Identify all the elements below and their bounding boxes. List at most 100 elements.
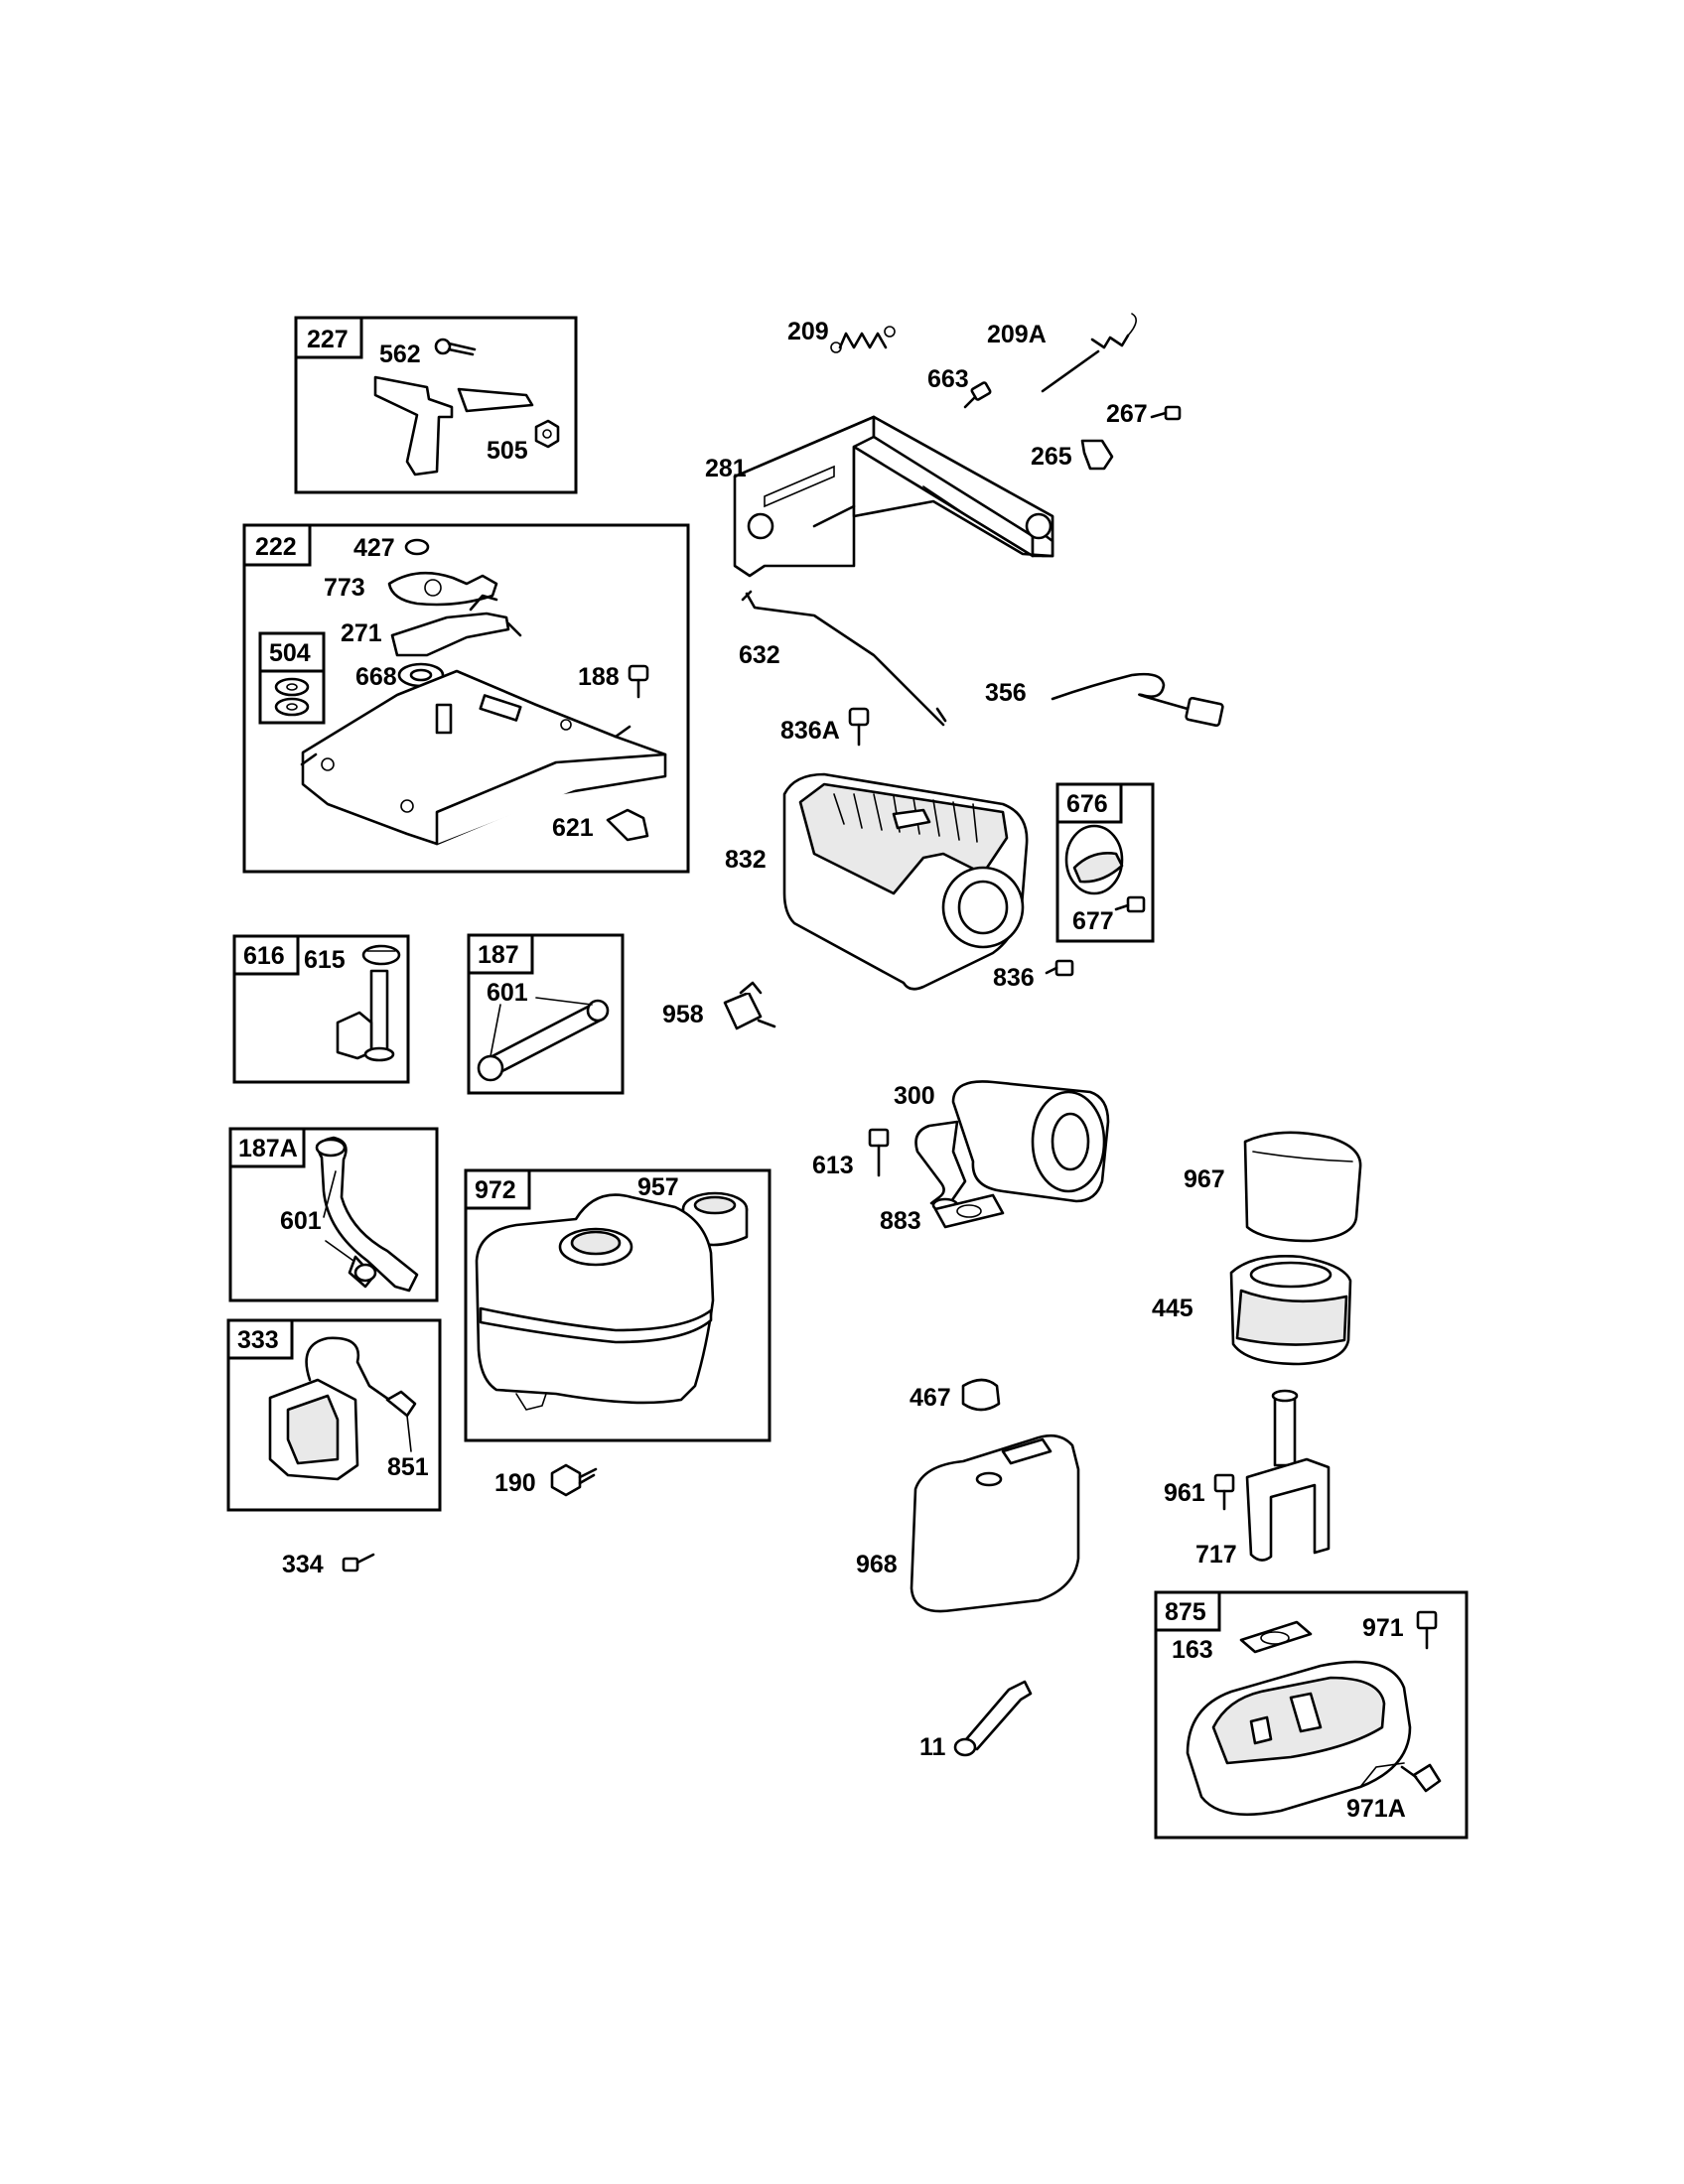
part-773-governor bbox=[387, 571, 498, 607]
label-968: 968 bbox=[856, 1551, 898, 1578]
part-958-valve bbox=[723, 981, 776, 1030]
part-356-wire bbox=[1051, 672, 1224, 728]
box-227-tag bbox=[294, 316, 363, 359]
label-621: 621 bbox=[552, 814, 594, 842]
label-615: 615 bbox=[304, 946, 346, 974]
label-445: 445 bbox=[1152, 1295, 1193, 1322]
label-334: 334 bbox=[282, 1551, 324, 1578]
label-281: 281 bbox=[705, 455, 747, 482]
part-967-precleaner bbox=[1243, 1131, 1362, 1243]
part-271-lever bbox=[390, 594, 522, 657]
box-504-label: 504 bbox=[269, 639, 311, 667]
part-504-washers bbox=[274, 677, 310, 717]
box-187a-frame bbox=[228, 1127, 439, 1302]
box-875-tag bbox=[1154, 1590, 1221, 1632]
box-333-label: 333 bbox=[237, 1326, 279, 1354]
part-632-link bbox=[741, 590, 947, 727]
box-972-frame bbox=[464, 1168, 772, 1442]
part-209a-spring bbox=[1041, 313, 1137, 393]
label-883: 883 bbox=[880, 1207, 921, 1235]
part-616-dipstick-tube bbox=[336, 969, 395, 1062]
label-163: 163 bbox=[1172, 1636, 1213, 1664]
part-333-armature bbox=[268, 1336, 417, 1481]
part-445-filter bbox=[1229, 1255, 1352, 1366]
label-209: 209 bbox=[787, 318, 829, 345]
label-668: 668 bbox=[355, 663, 397, 691]
group-227: 227 562 505 bbox=[294, 316, 578, 494]
label-601a: 601 bbox=[487, 979, 528, 1007]
box-187a-label: 187A bbox=[238, 1135, 298, 1162]
box-616-label: 616 bbox=[243, 942, 285, 970]
label-971a: 971A bbox=[1346, 1795, 1406, 1823]
part-187-fuel-line bbox=[477, 997, 610, 1082]
part-281-shroud bbox=[733, 415, 1054, 578]
part-227-lever bbox=[373, 375, 534, 477]
box-972-tag bbox=[464, 1168, 531, 1210]
group-333: 333 851 bbox=[226, 1318, 442, 1512]
box-222-tag bbox=[242, 523, 312, 567]
label-677: 677 bbox=[1072, 907, 1114, 935]
box-875-frame bbox=[1154, 1590, 1469, 1840]
part-222-bracket bbox=[300, 669, 667, 846]
box-222-frame bbox=[242, 523, 690, 874]
label-505: 505 bbox=[487, 437, 528, 465]
part-505-nut bbox=[534, 419, 560, 449]
label-427: 427 bbox=[353, 534, 395, 562]
part-615-nut bbox=[361, 944, 401, 966]
part-676-cover bbox=[1064, 824, 1124, 895]
label-562: 562 bbox=[379, 341, 421, 368]
label-11: 11 bbox=[919, 1733, 946, 1761]
label-961: 961 bbox=[1164, 1479, 1205, 1507]
box-227-label: 227 bbox=[307, 326, 349, 353]
label-467: 467 bbox=[910, 1384, 951, 1412]
box-875-label: 875 bbox=[1165, 1598, 1206, 1626]
box-676-tag bbox=[1055, 782, 1123, 824]
box-187-tag bbox=[467, 933, 534, 975]
label-957: 957 bbox=[637, 1173, 679, 1201]
group-676: 676 677 bbox=[1055, 782, 1155, 943]
label-601b: 601 bbox=[280, 1207, 322, 1235]
group-187a: 187A 601 bbox=[228, 1127, 439, 1302]
part-968-oil-tank bbox=[910, 1433, 1080, 1613]
label-265: 265 bbox=[1031, 443, 1072, 471]
label-717: 717 bbox=[1195, 1541, 1237, 1569]
box-504-tag bbox=[258, 631, 326, 673]
label-190: 190 bbox=[494, 1469, 536, 1497]
part-883-gasket bbox=[933, 1193, 1005, 1229]
part-300-muffler bbox=[914, 1080, 1110, 1213]
label-773: 773 bbox=[324, 574, 365, 602]
label-836a: 836A bbox=[780, 717, 840, 745]
part-188-screw bbox=[628, 664, 649, 699]
part-663-screw bbox=[963, 381, 992, 409]
label-209a: 209A bbox=[987, 321, 1047, 348]
label-271: 271 bbox=[341, 619, 382, 647]
label-356: 356 bbox=[985, 679, 1027, 707]
part-971-screw bbox=[1416, 1610, 1438, 1650]
part-875-base bbox=[1186, 1660, 1412, 1817]
part-957-cap bbox=[681, 1191, 749, 1247]
box-187-label: 187 bbox=[478, 941, 519, 969]
part-961-screw bbox=[1213, 1473, 1235, 1511]
part-334-screw bbox=[342, 1553, 375, 1572]
group-187: 187 601 bbox=[467, 933, 625, 1095]
group-972: 972 957 bbox=[464, 1168, 772, 1442]
group-875: 875 163 971 971A bbox=[1154, 1590, 1469, 1840]
label-663: 663 bbox=[927, 365, 969, 393]
part-836-screw bbox=[1045, 959, 1074, 977]
part-972-tank bbox=[475, 1193, 715, 1411]
box-616-tag bbox=[232, 934, 300, 976]
box-333-frame bbox=[226, 1318, 442, 1512]
box-187-frame bbox=[467, 933, 625, 1095]
part-11-elbow bbox=[953, 1680, 1033, 1757]
box-227-frame bbox=[294, 316, 578, 494]
part-209-spring bbox=[830, 326, 896, 353]
part-613-bolt bbox=[868, 1128, 890, 1177]
part-717-bracket bbox=[1245, 1389, 1331, 1562]
part-190-bolt bbox=[550, 1463, 598, 1497]
label-958: 958 bbox=[662, 1001, 704, 1028]
group-616: 616 615 bbox=[232, 934, 410, 1084]
label-836: 836 bbox=[993, 964, 1035, 992]
label-832: 832 bbox=[725, 846, 767, 874]
label-971: 971 bbox=[1362, 1614, 1404, 1642]
